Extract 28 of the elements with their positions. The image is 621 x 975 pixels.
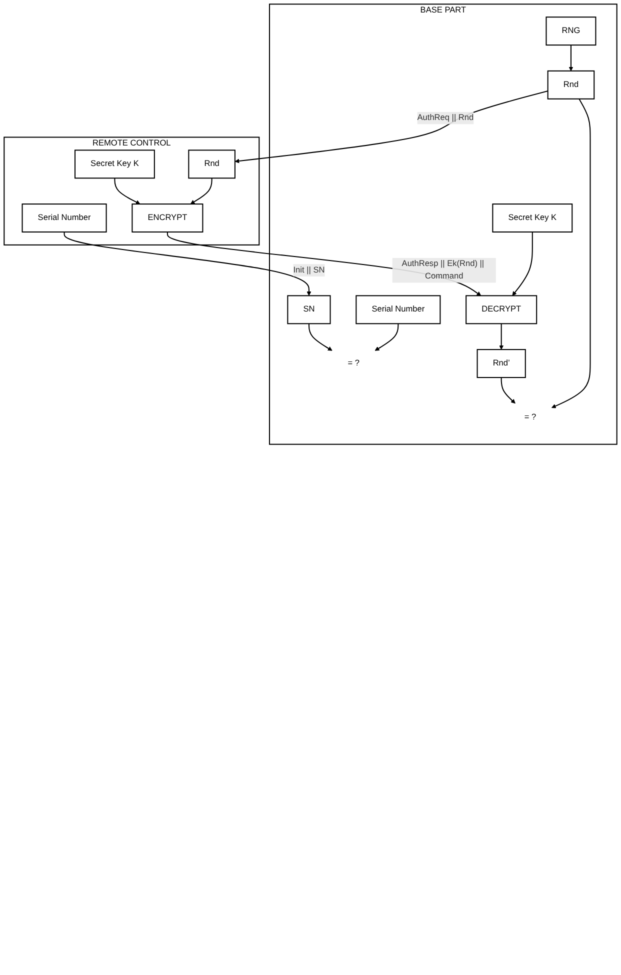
- arrow: [308, 324, 332, 351]
- arrow: [512, 232, 533, 296]
- edge-label: AuthReq || Rnd: [417, 113, 474, 122]
- edge-label: AuthResp || Ek(Rnd) || Command: [402, 259, 484, 281]
- arrow: [500, 378, 516, 404]
- edge-label: Init || SN: [293, 266, 325, 274]
- node-box: Secret Key K: [74, 150, 155, 179]
- arrow: [114, 178, 140, 204]
- node-box: Rnd: [188, 150, 236, 179]
- node-box: Rnd’: [476, 349, 526, 378]
- arrow: [234, 90, 548, 164]
- node-box: ENCRYPT: [132, 204, 204, 233]
- arrow: [499, 324, 504, 350]
- node-box: Serial Number: [22, 204, 107, 233]
- node-text: = ?: [524, 412, 536, 422]
- arrow: [190, 178, 212, 204]
- arrow: [374, 324, 399, 351]
- node-box: DECRYPT: [466, 295, 538, 324]
- arrow: [64, 232, 312, 296]
- arrow: [551, 98, 591, 408]
- node-box: RNG: [546, 16, 596, 46]
- node-box: Rnd: [547, 70, 595, 100]
- node-box: Secret Key K: [492, 204, 573, 233]
- node-text: = ?: [348, 358, 360, 368]
- arrow: [568, 45, 574, 72]
- arrow: [166, 232, 482, 296]
- node-box: SN: [287, 295, 331, 324]
- node-box: Serial Number: [356, 295, 441, 324]
